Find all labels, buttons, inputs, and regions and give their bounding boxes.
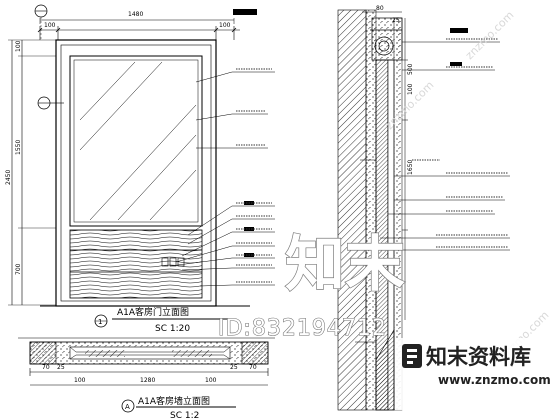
section-dim-top-1: 25 (392, 17, 400, 24)
elevation-title-block: 1 A1A客房门立面图 SC 1:20 (94, 306, 230, 334)
plan-dim-5: 25 (230, 364, 238, 371)
plan-dim-2: 100 (74, 377, 86, 384)
section-dim-top-0: 80 (376, 5, 384, 12)
plan-title: A1A客房墙立面图 (138, 395, 210, 407)
plan-dim-1: 25 (57, 364, 65, 371)
dim-left-1: 1550 (15, 140, 22, 155)
door-plan-section: 70 25 100 1280 100 25 70 A A1A客房墙立面图 SC … (18, 337, 275, 420)
section-right-dims: 100 1650 500 (402, 18, 414, 320)
watermark-diag-1: znzmo.com (463, 9, 517, 63)
annotation-scribbles (236, 68, 272, 283)
plan-title-block: A A1A客房墙立面图 SC 1:2 (121, 395, 236, 420)
glass-panel (69, 55, 203, 227)
plan-dim-6: 70 (249, 364, 257, 371)
plan-dim-3: 1280 (140, 377, 155, 384)
section-dim-side-1: 1650 (407, 160, 414, 175)
top-dimensions: 100 1480 100 (37, 11, 240, 40)
section-annotations (355, 28, 510, 343)
door-inner-frame (60, 44, 212, 302)
elevation-marker: 1 (98, 318, 102, 326)
watermark-brand-badge: 知末资料库 www.znzmo.com (395, 338, 555, 410)
section-scribbles (412, 38, 508, 248)
watermark-diagonal: znzmo.com znzmo.com znzmo.com (383, 9, 552, 363)
elevation-title: A1A客房门立面图 (117, 306, 189, 318)
plan-dim-0: 70 (42, 364, 50, 371)
plan-marker: A (125, 403, 130, 411)
watermark-logo-text: 知末 (285, 230, 405, 300)
plan-scale: SC 1:2 (170, 411, 199, 420)
wall-side-section: 80 25 100 1650 500 (337, 5, 510, 411)
watermark-id: ID:832194712 (218, 316, 387, 341)
lower-wood-panel (69, 229, 203, 299)
section-marker-top (34, 4, 48, 40)
brand-logo-icon (402, 344, 422, 368)
door-elevation: 100 1480 100 100 1550 700 2450 (5, 4, 275, 334)
watermark-url: www.znzmo.com (438, 373, 551, 387)
dim-top-1: 1480 (128, 11, 143, 18)
dim-left-0: 100 (15, 40, 22, 52)
section-marker-side (37, 96, 64, 110)
section-dim-side-2: 500 (407, 63, 414, 75)
dim-left-2: 700 (15, 263, 22, 275)
glass-reflection-lines (79, 61, 197, 221)
top-moulding-detail (370, 17, 403, 61)
dim-total-height: 2450 (5, 170, 12, 185)
left-dimensions: 100 1550 700 2450 (5, 39, 56, 306)
elevation-scale: SC 1:20 (155, 324, 190, 334)
plan-dim-4: 100 (205, 377, 217, 384)
watermark-brand: 知末资料库 (426, 345, 531, 369)
dim-top-0: 100 (44, 22, 56, 29)
section-dim-side-0: 100 (407, 83, 414, 95)
dim-top-2: 100 (219, 22, 231, 29)
